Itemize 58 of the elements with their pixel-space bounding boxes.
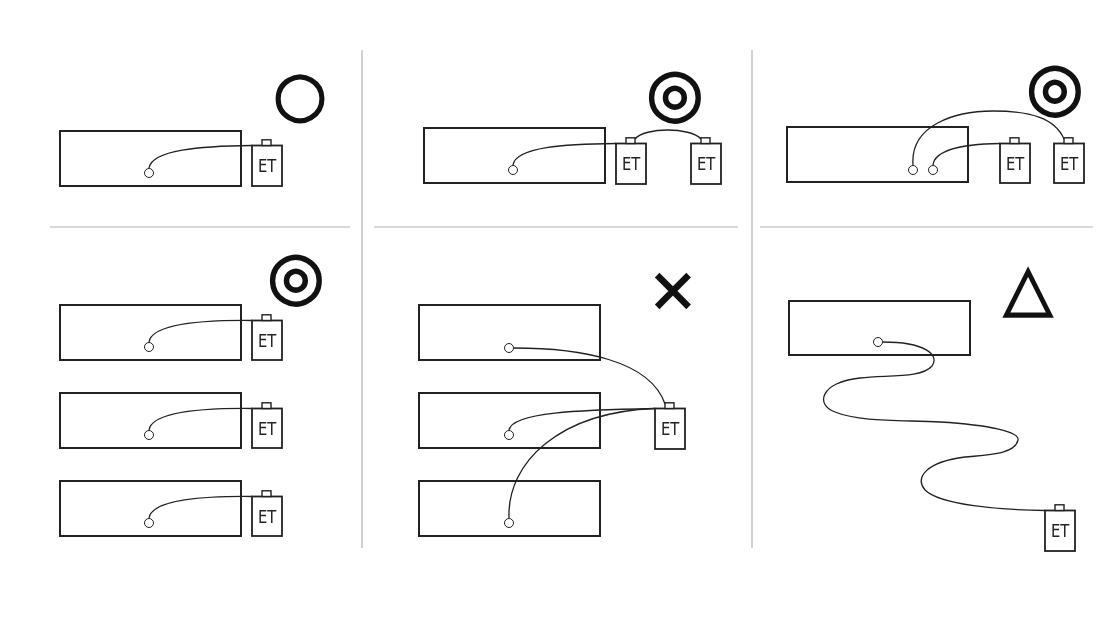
container-box [59, 304, 242, 361]
rating-mark: ○ [272, 63, 328, 125]
device-label: ET [660, 420, 680, 438]
rating-mark: ◎ [267, 243, 325, 309]
et-device [1053, 137, 1085, 184]
container-box [59, 130, 242, 187]
probe-circle [504, 518, 514, 528]
probe-circle [504, 430, 514, 440]
probe-circle [144, 168, 154, 178]
device-label: ET [696, 155, 716, 173]
cable-line [148, 319, 253, 343]
cable-line [513, 347, 666, 405]
probe-circle [908, 165, 918, 175]
probe-circle [873, 337, 883, 347]
container-box [418, 480, 601, 537]
container-box [59, 392, 242, 449]
device-label: ET [257, 419, 277, 438]
et-device [251, 314, 283, 361]
device-label: ET [257, 157, 277, 175]
container-box [788, 300, 971, 356]
et-device [251, 490, 283, 537]
device-label: ET [1050, 522, 1070, 540]
container-box [59, 480, 242, 537]
et-device [615, 137, 647, 185]
rating-mark: ◎ [646, 60, 704, 126]
rating-mark: × [647, 259, 699, 319]
et-device [1044, 504, 1076, 552]
cable-line [508, 407, 656, 519]
device-label: ET [1059, 154, 1079, 173]
cable-line [512, 142, 617, 166]
et-device [999, 137, 1031, 184]
container-box [786, 126, 969, 183]
cable-line [148, 495, 253, 519]
container-box [418, 304, 601, 361]
probe-circle [928, 165, 938, 175]
probe-circle [144, 430, 154, 440]
probe-circle [508, 165, 518, 175]
device-label: ET [1005, 154, 1025, 173]
et-device [654, 402, 686, 450]
probe-circle [144, 342, 154, 352]
et-device [690, 137, 722, 185]
cable-line [634, 129, 702, 140]
device-label: ET [621, 155, 641, 173]
cable-line [148, 407, 253, 431]
cable-line [823, 341, 1046, 512]
probe-circle [504, 343, 514, 353]
cable-line [912, 110, 1065, 166]
rating-mark: ◎ [1026, 54, 1084, 120]
cable-line [932, 142, 1001, 166]
et-device [251, 139, 283, 187]
et-device [251, 402, 283, 449]
cable-line [148, 144, 253, 169]
rating-mark: △ [1003, 255, 1053, 319]
device-label: ET [257, 331, 277, 350]
device-label: ET [257, 507, 277, 526]
container-box [423, 127, 606, 184]
container-box [418, 392, 601, 449]
probe-circle [144, 518, 154, 528]
